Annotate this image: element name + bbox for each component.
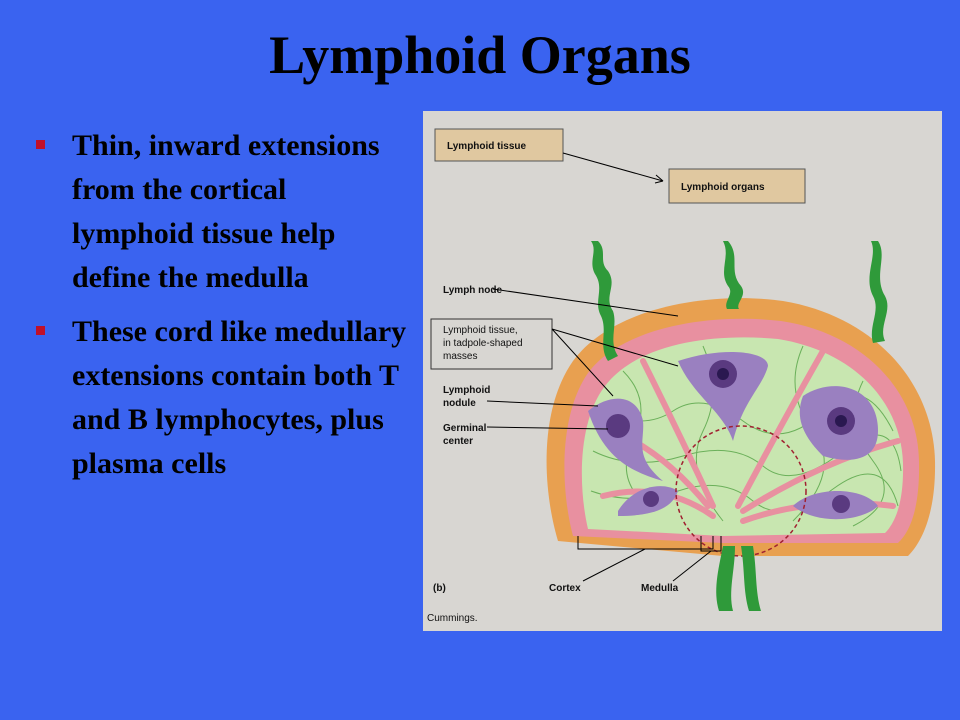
germinal-center-label-line1: Germinal (443, 423, 487, 434)
lymphoid-tissue-box (434, 128, 564, 162)
lymphoid-nodule-label-line2: nodule (443, 398, 476, 409)
medulla-region-outline (675, 425, 807, 557)
tadpole-label-line1: Lymphoid tissue, (443, 325, 518, 336)
lymphatic-vessels (591, 241, 888, 611)
bullet-text: These cord like medullary extensions con… (72, 315, 407, 480)
medulla-label: Medulla (641, 583, 679, 594)
tadpole-label-box (430, 318, 553, 370)
bullet-item: Thin, inward extensions from the cortica… (34, 124, 409, 300)
bullet-text: Thin, inward extensions from the cortica… (72, 129, 380, 294)
lymphoid-organs-box (668, 168, 806, 204)
figure-credit: Cummings. (427, 613, 478, 624)
lymphoid-nodules (588, 351, 878, 520)
tadpole-label-line3: masses (443, 351, 477, 362)
lymph-node-label: Lymph node (443, 285, 503, 296)
bullet-list: Thin, inward extensions from the cortica… (34, 124, 409, 496)
germinal-center-label-line2: center (443, 436, 473, 447)
lymphoid-tissue-label: Lymphoid tissue (447, 141, 527, 152)
cortex-label: Cortex (549, 583, 581, 594)
lymphoid-nodule-label-line1: Lymphoid (443, 385, 490, 396)
tadpole-label-line2: in tadpole-shaped (443, 338, 523, 349)
lymph-node-diagram: Lymphoid tissue Lymphoid organs Lymph no… (423, 111, 942, 631)
bullet-item: These cord like medullary extensions con… (34, 310, 409, 486)
panel-letter: (b) (433, 583, 446, 594)
slide-title: Lymphoid Organs (269, 25, 691, 85)
lymphoid-organs-label: Lymphoid organs (681, 182, 765, 193)
square-bullet-icon (36, 140, 45, 149)
square-bullet-icon (36, 326, 45, 335)
